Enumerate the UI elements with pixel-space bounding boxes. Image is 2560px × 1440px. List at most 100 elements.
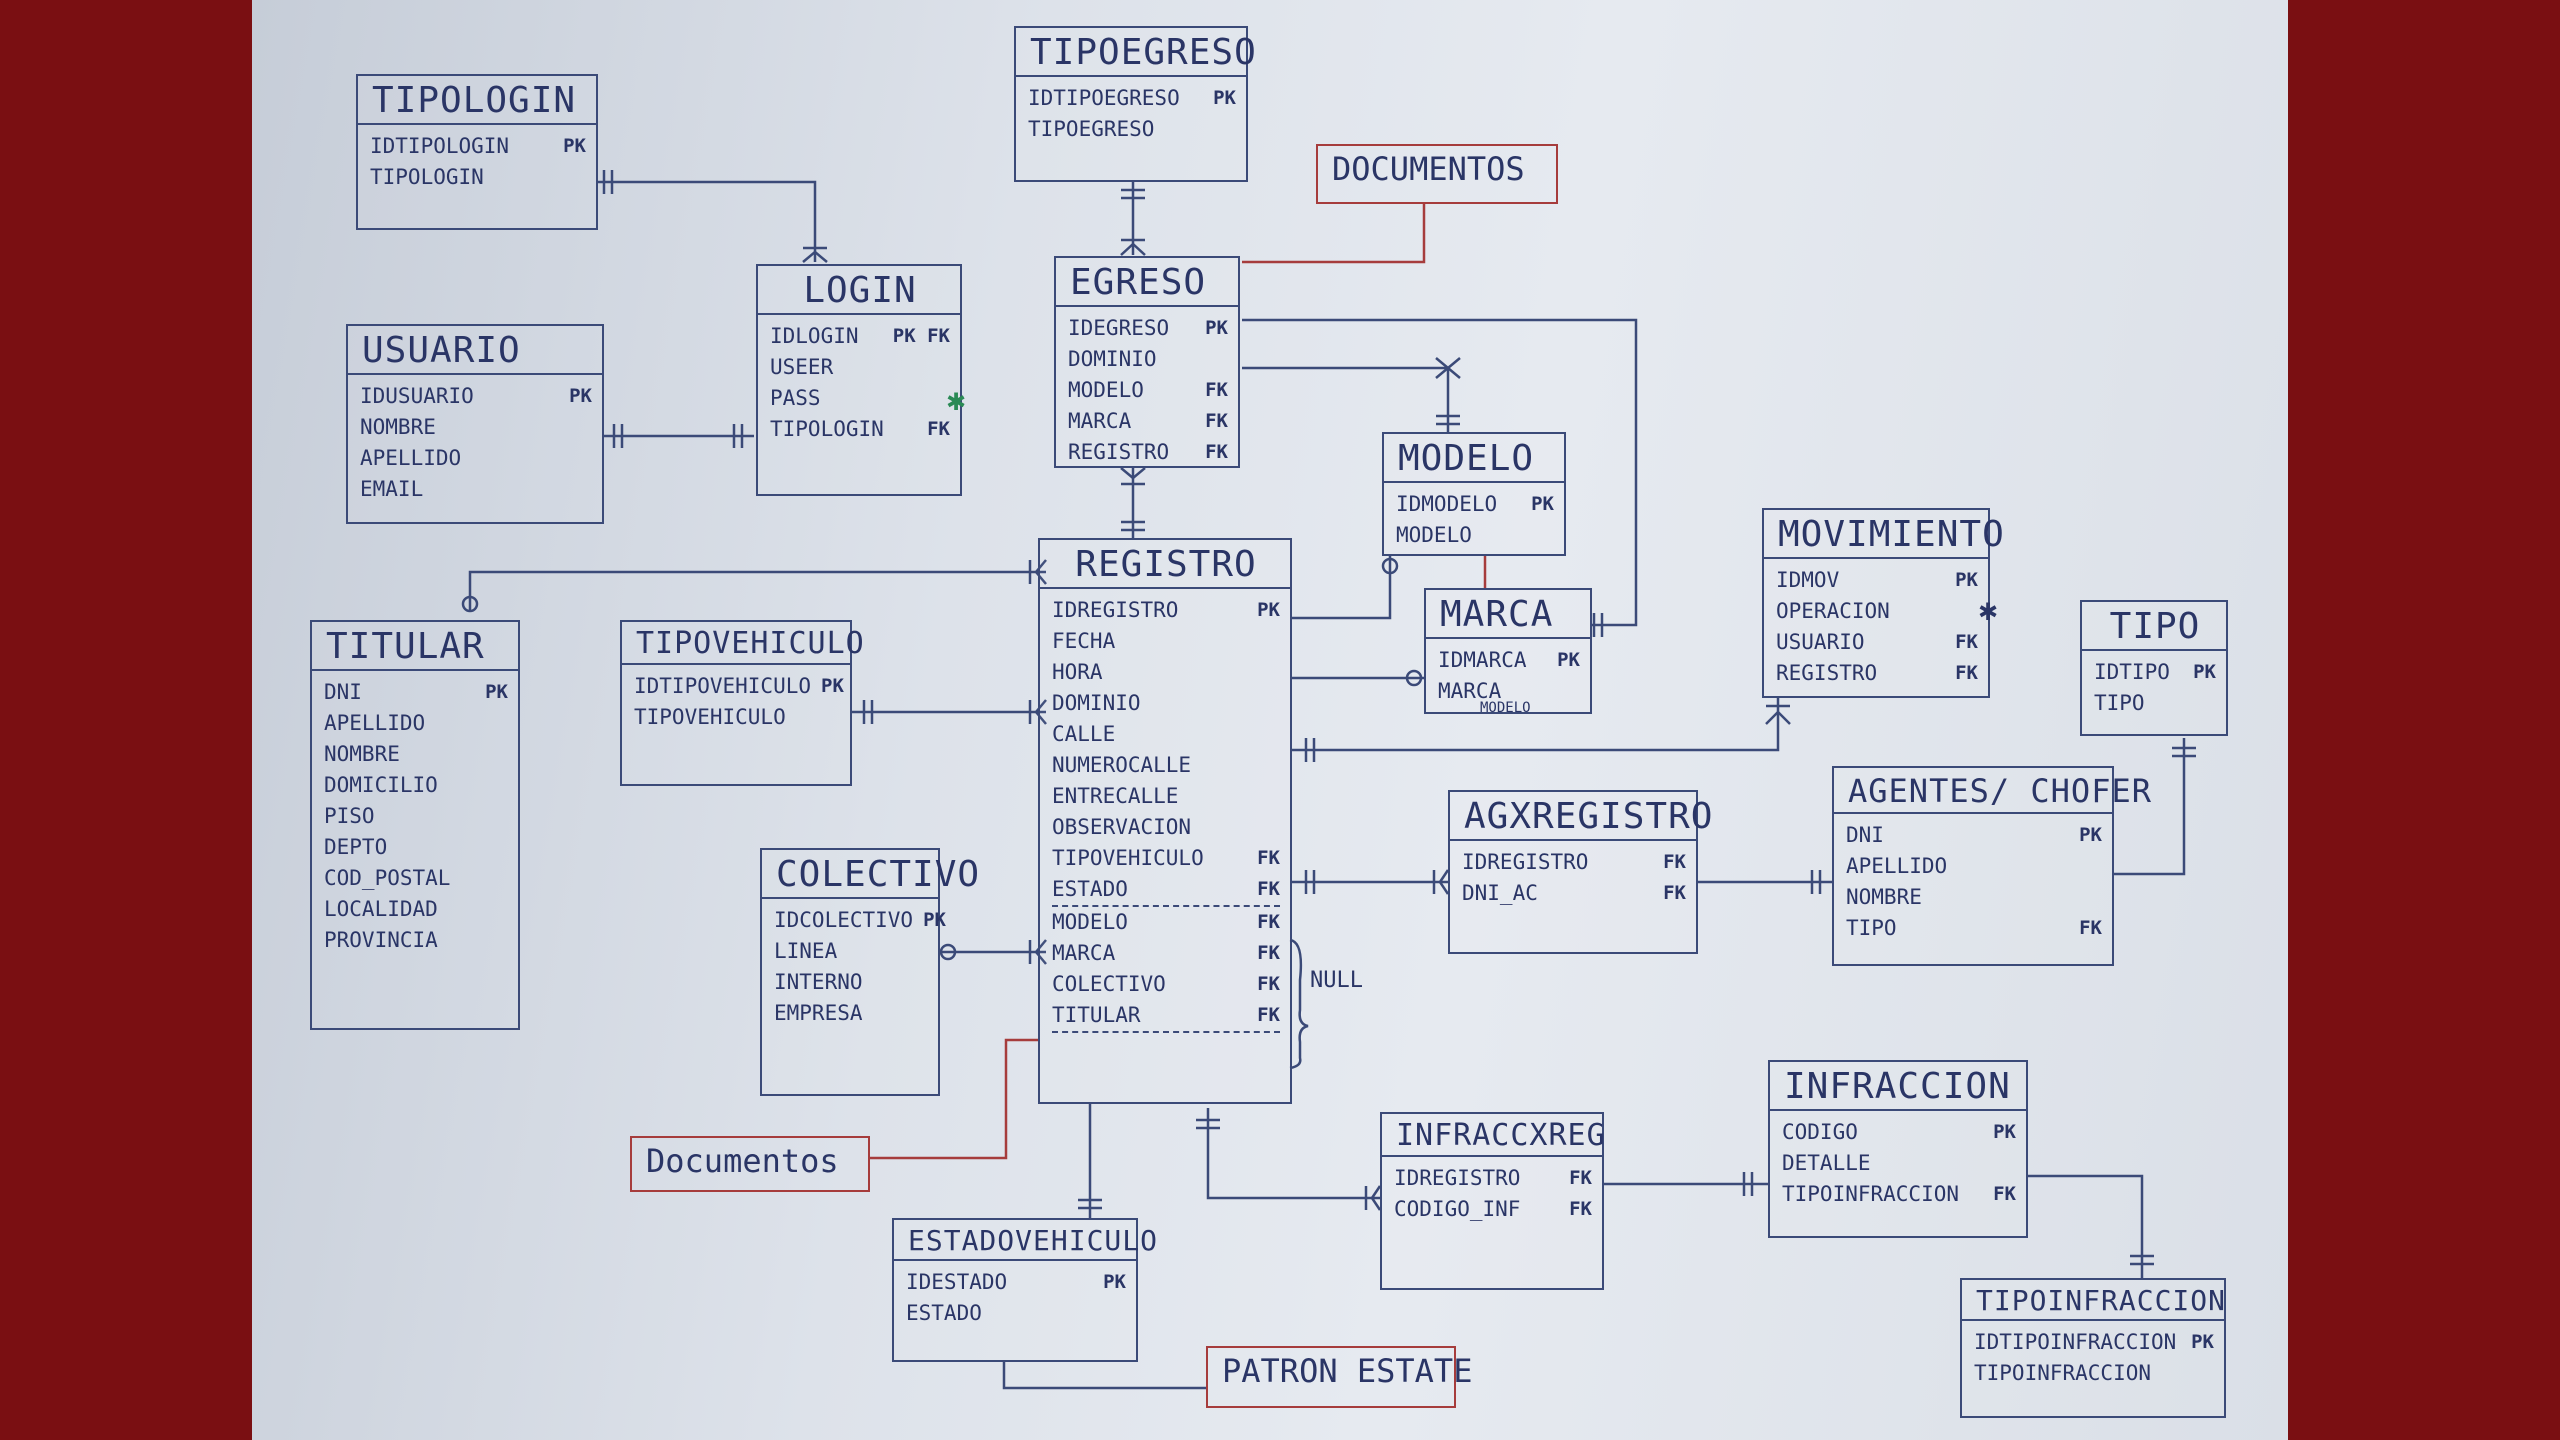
field-row: NOMBRE (324, 739, 508, 770)
field-key (1270, 657, 1280, 688)
rel-egreso-marca (1242, 318, 1638, 627)
field-row: APELLIDO (1846, 851, 2102, 882)
field-row: OBSERVACION (1052, 812, 1280, 843)
field-key: FK (1569, 1167, 1592, 1189)
field-name: PASS (770, 386, 821, 410)
field-row: MARCA FK (1052, 938, 1280, 969)
field-key: FK (1257, 942, 1280, 964)
field-key (2204, 1358, 2214, 1389)
field-key: PK (1205, 317, 1228, 339)
rel-documentos-egreso (1242, 204, 1426, 264)
entity-title: USUARIO (348, 326, 602, 375)
field-name: IDEGRESO (1068, 316, 1170, 340)
field-key: FK (2079, 917, 2102, 939)
field-key: FK (1257, 911, 1280, 933)
field-row: USEER (770, 352, 950, 383)
field-row: NOMBRE (1846, 882, 2102, 913)
field-key (498, 770, 508, 801)
field-key (498, 739, 508, 770)
field-key: PK (1213, 87, 1236, 109)
field-key (1116, 1298, 1126, 1329)
field-name: TIPO (2094, 691, 2145, 715)
field-row: LINEA (774, 936, 928, 967)
rel-infraccion-tipoinfraccion (2028, 1174, 2144, 1278)
field-key (576, 162, 586, 193)
field-name: MODELO (1396, 523, 1472, 547)
field-name: OBSERVACION (1052, 815, 1192, 839)
field-name: REGISTRO (1776, 661, 1878, 685)
field-name: INTERNO (774, 970, 863, 994)
field-row: OPERACION (1776, 596, 1978, 627)
entity-title: AGENTES/ CHOFER (1834, 768, 2151, 814)
field-name: DETALLE (1782, 1151, 1871, 1175)
rel-estado-patron (1002, 1362, 1206, 1390)
field-name: IDTIPOVEHICULO (634, 674, 812, 698)
field-key (2092, 882, 2102, 913)
field-name: TIPO (1846, 916, 1897, 940)
note-documentos-top: DOCUMENTOS (1316, 144, 1558, 204)
field-key (2206, 688, 2216, 719)
field-key: FK (1205, 379, 1228, 401)
field-name: CODIGO_INF (1394, 1197, 1521, 1221)
field-row: EMAIL (360, 474, 592, 505)
field-name: LINEA (774, 939, 838, 963)
field-name: APELLIDO (1846, 854, 1948, 878)
entity-title: TIPOEGRESO (1016, 28, 1256, 77)
field-name: IDREGISTRO (1394, 1166, 1521, 1190)
field-key: FK (1205, 441, 1228, 463)
field-name: ESTADO (1052, 877, 1128, 901)
field-row: PASS (770, 383, 950, 414)
entity-title: TIPO (2082, 602, 2226, 651)
field-key: PK (1557, 649, 1580, 671)
field-row: IDREGISTRO FK (1394, 1163, 1592, 1194)
field-key (1218, 344, 1228, 375)
field-name: MARCA (1052, 941, 1116, 965)
field-key (2006, 1148, 2016, 1179)
field-name: USEER (770, 355, 834, 379)
field-name: DOMINIO (1052, 691, 1141, 715)
entity-title: MARCA (1426, 590, 1590, 639)
entity-title: EGRESO (1056, 258, 1238, 307)
field-row: TIPOINFRACCION (1974, 1358, 2214, 1389)
null-label: NULL (1310, 968, 1363, 993)
field-name: MARCA (1438, 679, 1502, 703)
field-name: USUARIO (1776, 630, 1865, 654)
field-row: COD_POSTAL (324, 863, 508, 894)
field-row: APELLIDO (324, 708, 508, 739)
field-key: FK (1663, 882, 1686, 904)
field-key: PK (1955, 569, 1978, 591)
field-name: NOMBRE (1846, 885, 1922, 909)
field-key (918, 998, 928, 1029)
field-name: OPERACION (1776, 599, 1890, 623)
field-name: IDMODELO (1396, 492, 1498, 516)
field-name: IDMARCA (1438, 648, 1527, 672)
paper-sheet (252, 0, 2288, 1440)
